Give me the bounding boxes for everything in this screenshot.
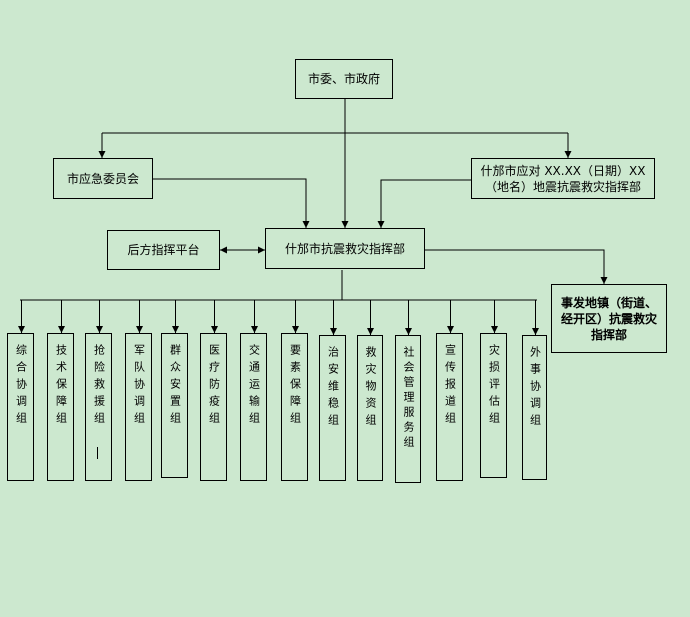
group-box: 军队协调组 xyxy=(125,333,152,481)
group-label: 宣传报道组 xyxy=(443,344,457,429)
group-label: 群众安置组 xyxy=(168,344,182,429)
center-box: 什邡市抗震救灾指挥部 xyxy=(265,228,425,269)
committee-label: 市应急委员会 xyxy=(66,171,139,186)
group-box: 宣传报道组 xyxy=(436,333,463,481)
group-label: 交通运输组 xyxy=(247,344,261,429)
group-box: 群众安置组 xyxy=(161,333,188,478)
group-label: 社会管理服务组 xyxy=(402,346,415,451)
group-box: 社会管理服务组 xyxy=(395,335,421,483)
group-label: 军队协调组 xyxy=(132,344,146,429)
rear-platform-label: 后方指挥平台 xyxy=(127,243,200,257)
town-hq-box: 事发地镇（街道、经开区）抗震救灾指挥部 xyxy=(551,284,667,353)
stray-mark xyxy=(97,447,98,459)
arrow-righthq-to-center xyxy=(377,179,471,228)
rear-platform-box: 后方指挥平台 xyxy=(107,230,220,270)
group-box: 综合协调组 xyxy=(7,333,34,481)
top-label: 市委、市政府 xyxy=(307,72,380,86)
town-hq-label: 事发地镇（街道、经开区）抗震救灾指挥部 xyxy=(560,295,657,342)
group-label: 医疗防疫组 xyxy=(207,344,221,429)
group-box: 交通运输组 xyxy=(240,333,267,481)
group-label: 技术保障组 xyxy=(54,344,68,429)
top-box: 市委、市政府 xyxy=(295,59,393,99)
group-box: 技术保障组 xyxy=(47,333,74,481)
group-box: 救灾物资组 xyxy=(357,335,383,481)
group-box: 医疗防疫组 xyxy=(200,333,227,481)
group-label: 抢险救援组 xyxy=(92,344,106,429)
group-box: 抢险救援组 xyxy=(85,333,112,481)
group-box: 治安维稳组 xyxy=(319,335,346,481)
right-hq-box: 什邡市应对 XX.XX（日期）XX（地名）地震抗震救灾指挥部 xyxy=(471,158,655,199)
committee-box: 市应急委员会 xyxy=(53,158,153,199)
group-label: 要素保障组 xyxy=(288,344,302,429)
group-box: 要素保障组 xyxy=(281,333,308,481)
right-hq-label: 什邡市应对 XX.XX（日期）XX（地名）地震抗震救灾指挥部 xyxy=(480,163,646,194)
group-box: 灾损评估组 xyxy=(480,333,507,478)
group-label: 救灾物资组 xyxy=(364,346,377,431)
center-label: 什邡市抗震救灾指挥部 xyxy=(284,241,405,256)
group-label: 综合协调组 xyxy=(14,344,28,429)
arrow-center-to-town xyxy=(425,249,608,284)
group-label: 治安维稳组 xyxy=(326,346,340,431)
group-label: 灾损评估组 xyxy=(487,344,501,429)
group-box: 外事协调组 xyxy=(522,335,547,480)
group-label: 外事协调组 xyxy=(528,346,542,431)
arrow-committee-to-center xyxy=(152,178,310,228)
